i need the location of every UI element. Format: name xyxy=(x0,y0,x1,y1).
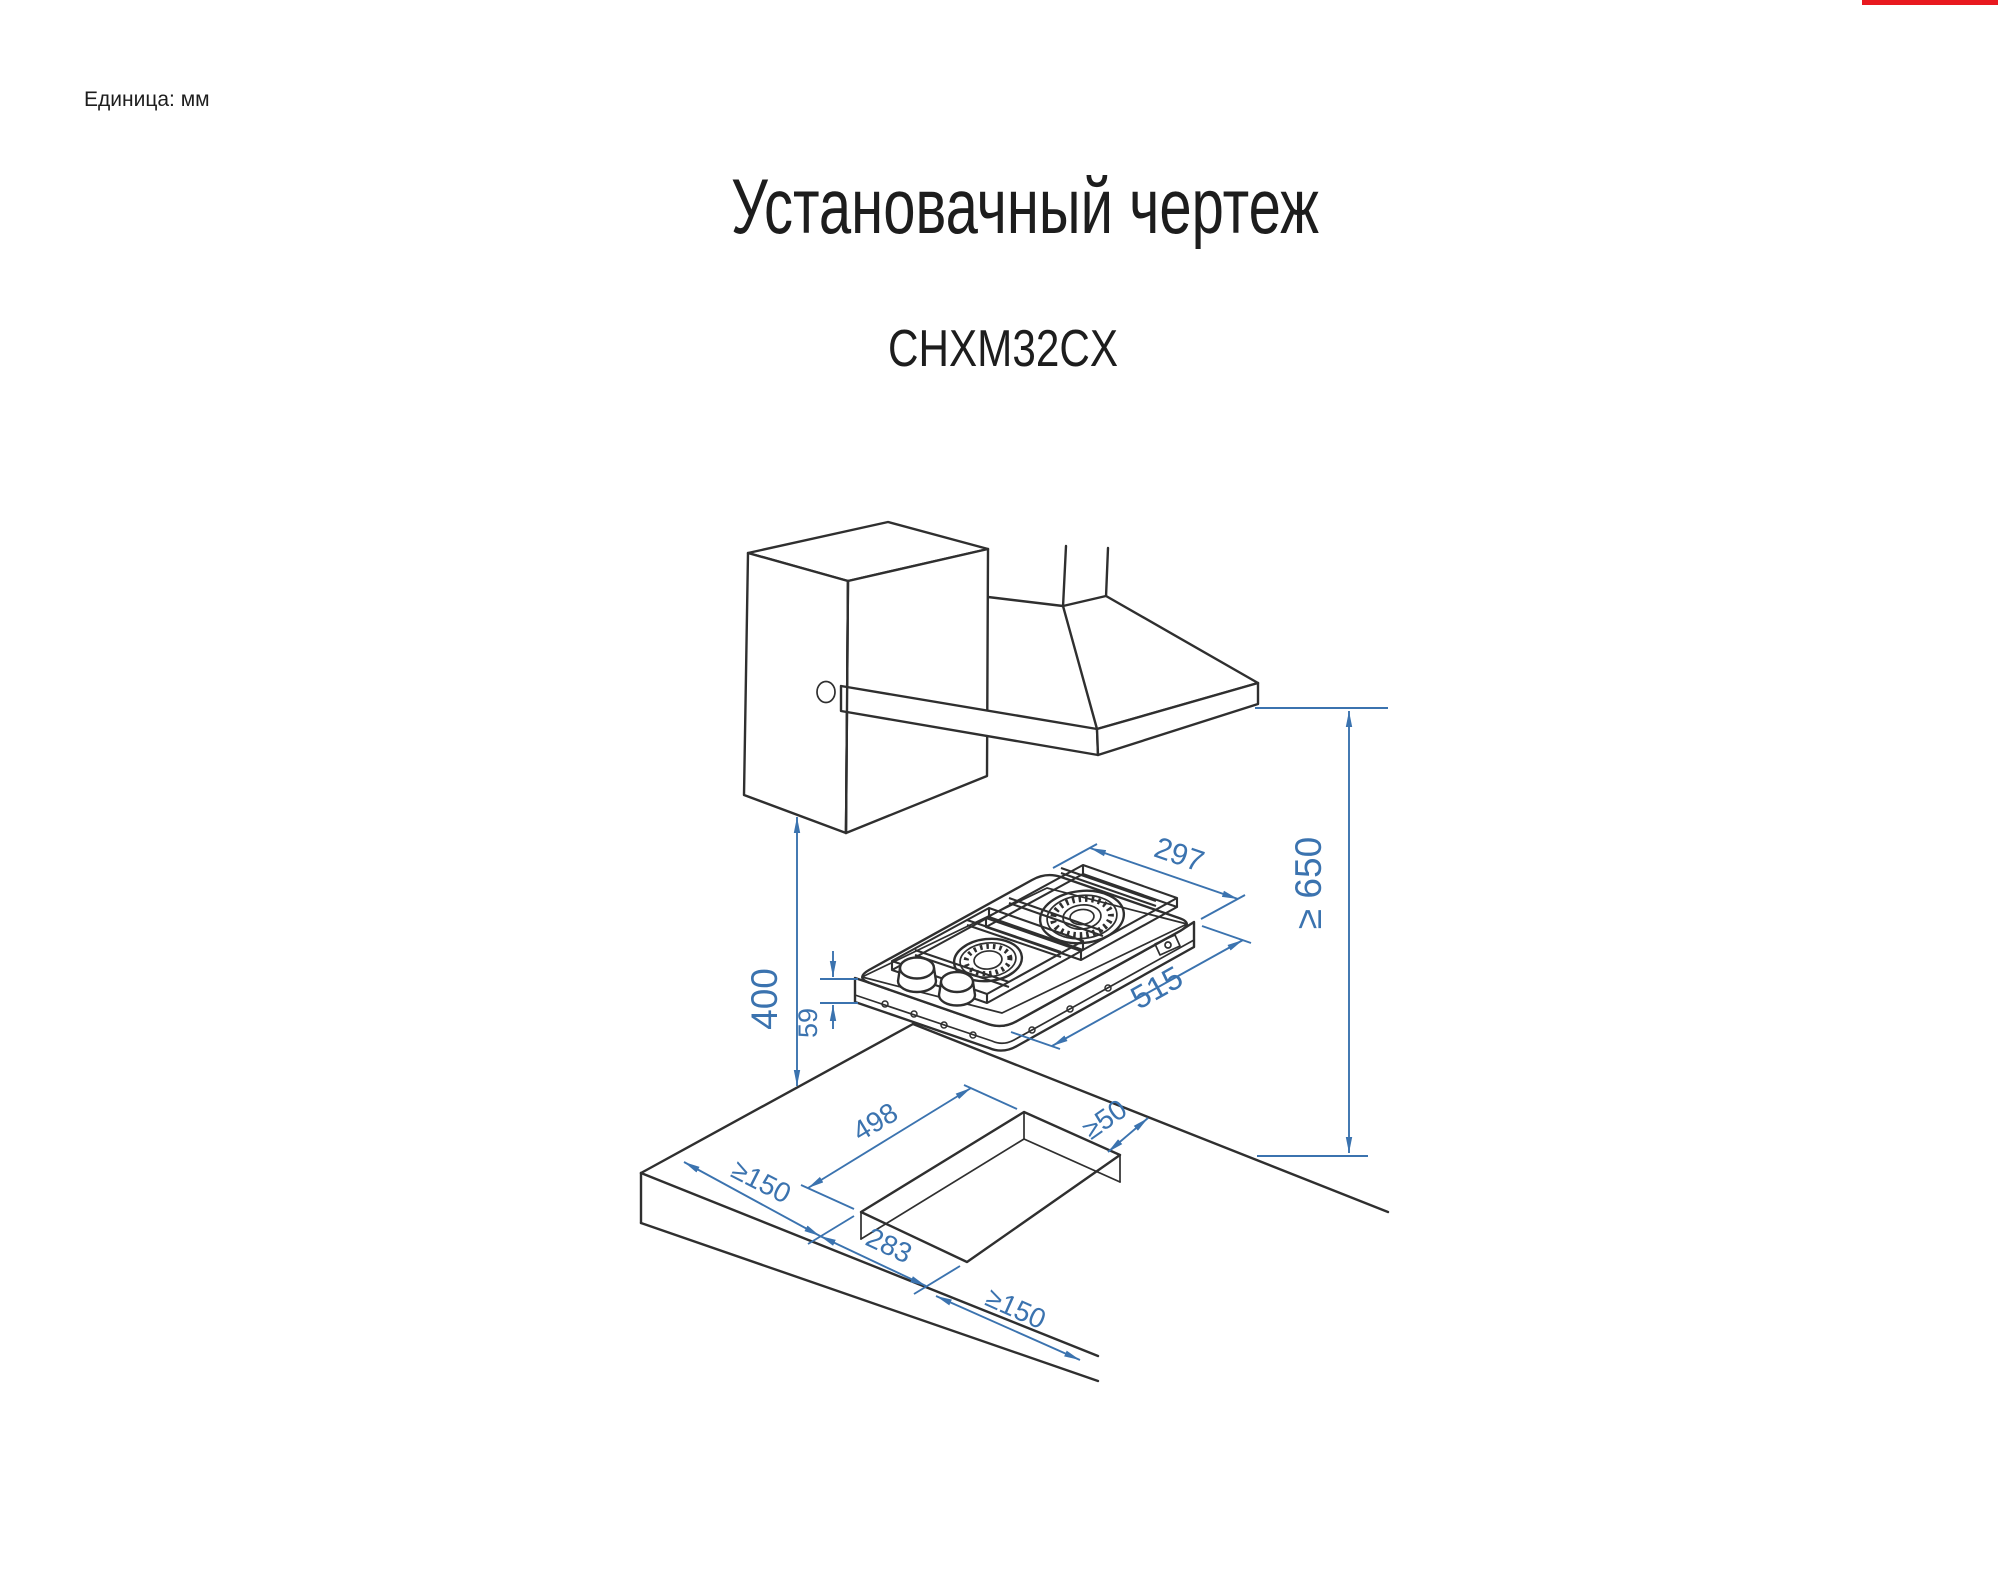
hood-base-slab xyxy=(839,579,1260,835)
dimension-cabinet-clearance: 400 xyxy=(744,817,801,1086)
countertop xyxy=(639,1022,1390,1383)
model-code: CHXM32CX xyxy=(888,320,1118,378)
control-knob-right xyxy=(937,970,977,1007)
dimension-hood-clearance: ≥ 650 xyxy=(1255,707,1388,1157)
unit-note: Единица: мм xyxy=(84,88,210,111)
page-title: Установачный чертеж xyxy=(731,162,1319,250)
cabinet-door-knob xyxy=(816,680,836,704)
wall-cabinet xyxy=(742,520,990,835)
dim-cabinet-clearance-label: 400 xyxy=(744,968,785,1030)
control-knob-left xyxy=(896,956,938,994)
cabinet-front-face xyxy=(742,551,850,835)
dim-hood-clearance-label: ≥ 650 xyxy=(1288,837,1329,929)
hob-body-seam xyxy=(854,939,1195,1045)
hood-ridge-edge xyxy=(986,595,1065,608)
gas-hob xyxy=(853,863,1196,1052)
countertop-back-edge xyxy=(911,1022,1390,1214)
countertop-left-edge xyxy=(639,1022,915,1175)
hood-chimney xyxy=(1061,544,1110,609)
dimension-hob-height: 59 xyxy=(793,951,858,1038)
red-accent-bar xyxy=(1862,0,1998,5)
